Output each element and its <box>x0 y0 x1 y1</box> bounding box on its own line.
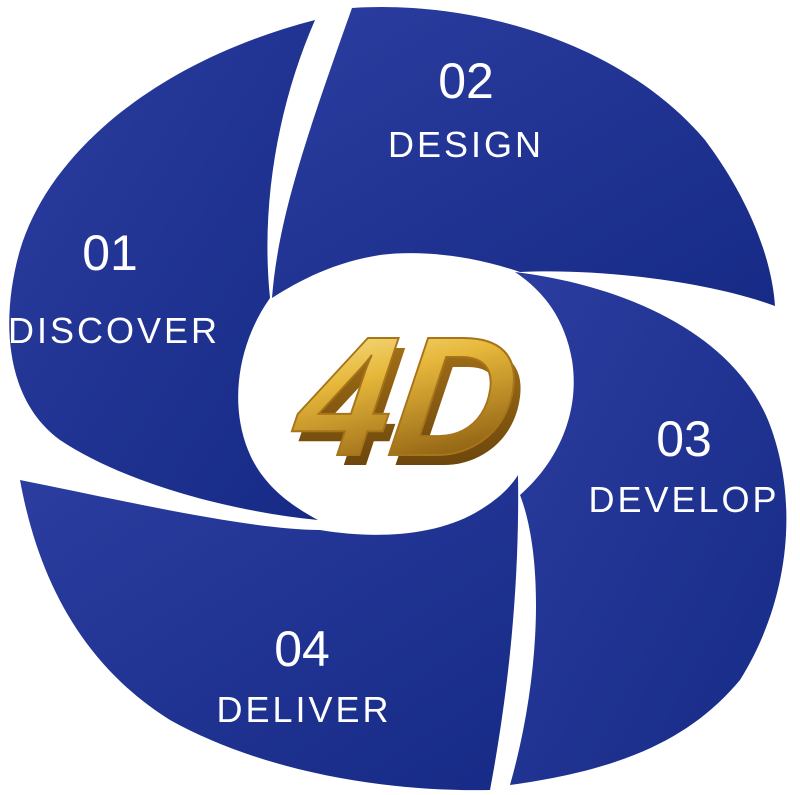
stage-petal-design <box>272 7 775 307</box>
4d-logo: 4D 4D <box>282 301 537 502</box>
stage-label-deliver: DELIVER <box>216 689 391 730</box>
stage-number-design: 02 <box>438 53 494 109</box>
4d-logo-face: 4D <box>283 302 530 492</box>
stage-label-design: DESIGN <box>388 124 544 165</box>
stage-petal-develop <box>510 272 787 785</box>
stage-petal-discover <box>9 20 319 520</box>
stage-number-develop: 03 <box>656 411 712 467</box>
stage-label-develop: DEVELOP <box>588 479 779 520</box>
stage-number-discover: 01 <box>82 225 138 281</box>
stage-number-deliver: 04 <box>274 621 330 677</box>
4d-logo-shadow: 4D <box>290 312 537 502</box>
stage-petal-deliver <box>20 475 519 791</box>
stage-label-discover: DISCOVER <box>8 310 220 351</box>
